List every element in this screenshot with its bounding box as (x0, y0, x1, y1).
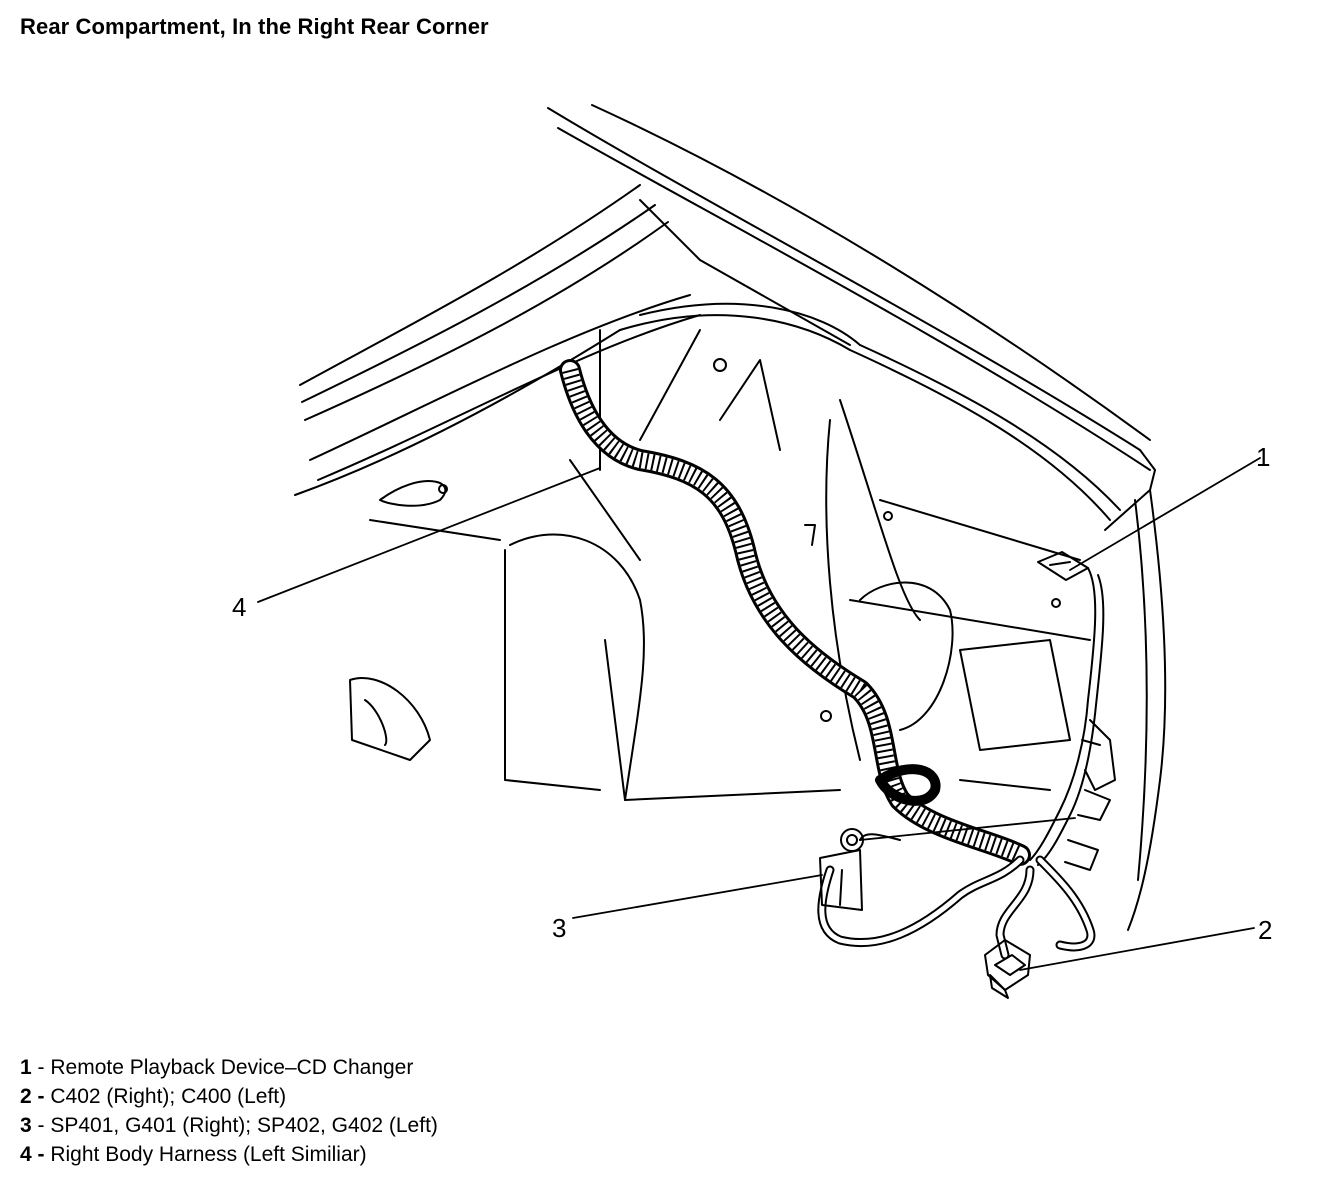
legend-item-4: 4 - Right Body Harness (Left Similiar) (20, 1140, 438, 1169)
leader-line-4 (257, 467, 601, 603)
legend-number: 4 - (20, 1143, 45, 1166)
connector-c402 (984, 939, 1031, 999)
right-side-brackets (1029, 699, 1116, 871)
callout-4: 4 (232, 592, 246, 622)
callout-3: 3 (552, 913, 566, 943)
legend-item-1: 1 - Remote Playback Device–CD Changer (20, 1053, 438, 1082)
legend-number: 2 - (20, 1085, 45, 1108)
leader-lines (257, 457, 1261, 971)
body-harness (559, 359, 1031, 866)
legend-number: 1 (20, 1056, 32, 1079)
leader-line-3 (572, 874, 823, 919)
branch-wires (817, 833, 1096, 960)
trunk-floor-details (349, 329, 1091, 801)
deck-lid-outline (547, 104, 1167, 931)
leader-line-2 (1019, 927, 1255, 971)
legend-text: C402 (Right); C400 (Left) (44, 1085, 287, 1108)
legend-number: 3 (20, 1114, 32, 1137)
legend-text: - Remote Playback Device–CD Changer (31, 1056, 414, 1079)
legend-text: Right Body Harness (Left Similiar) (44, 1143, 367, 1166)
callout-1: 1 (1256, 442, 1270, 472)
quarter-panel-lines (294, 184, 1121, 521)
leader-line-1 (1069, 457, 1261, 571)
cd-changer-bracket (1037, 551, 1105, 706)
legend: 1 - Remote Playback Device–CD Changer 2 … (20, 1053, 438, 1169)
leader-line-3b (859, 817, 1076, 841)
callout-2: 2 (1258, 915, 1272, 945)
legend-item-3: 3 - SP401, G401 (Right); SP402, G402 (Le… (20, 1111, 438, 1140)
legend-text: - SP401, G401 (Right); SP402, G402 (Left… (31, 1114, 438, 1137)
legend-item-2: 2 - C402 (Right); C400 (Left) (20, 1082, 438, 1111)
diagram-title: Rear Compartment, In the Right Rear Corn… (20, 14, 489, 39)
